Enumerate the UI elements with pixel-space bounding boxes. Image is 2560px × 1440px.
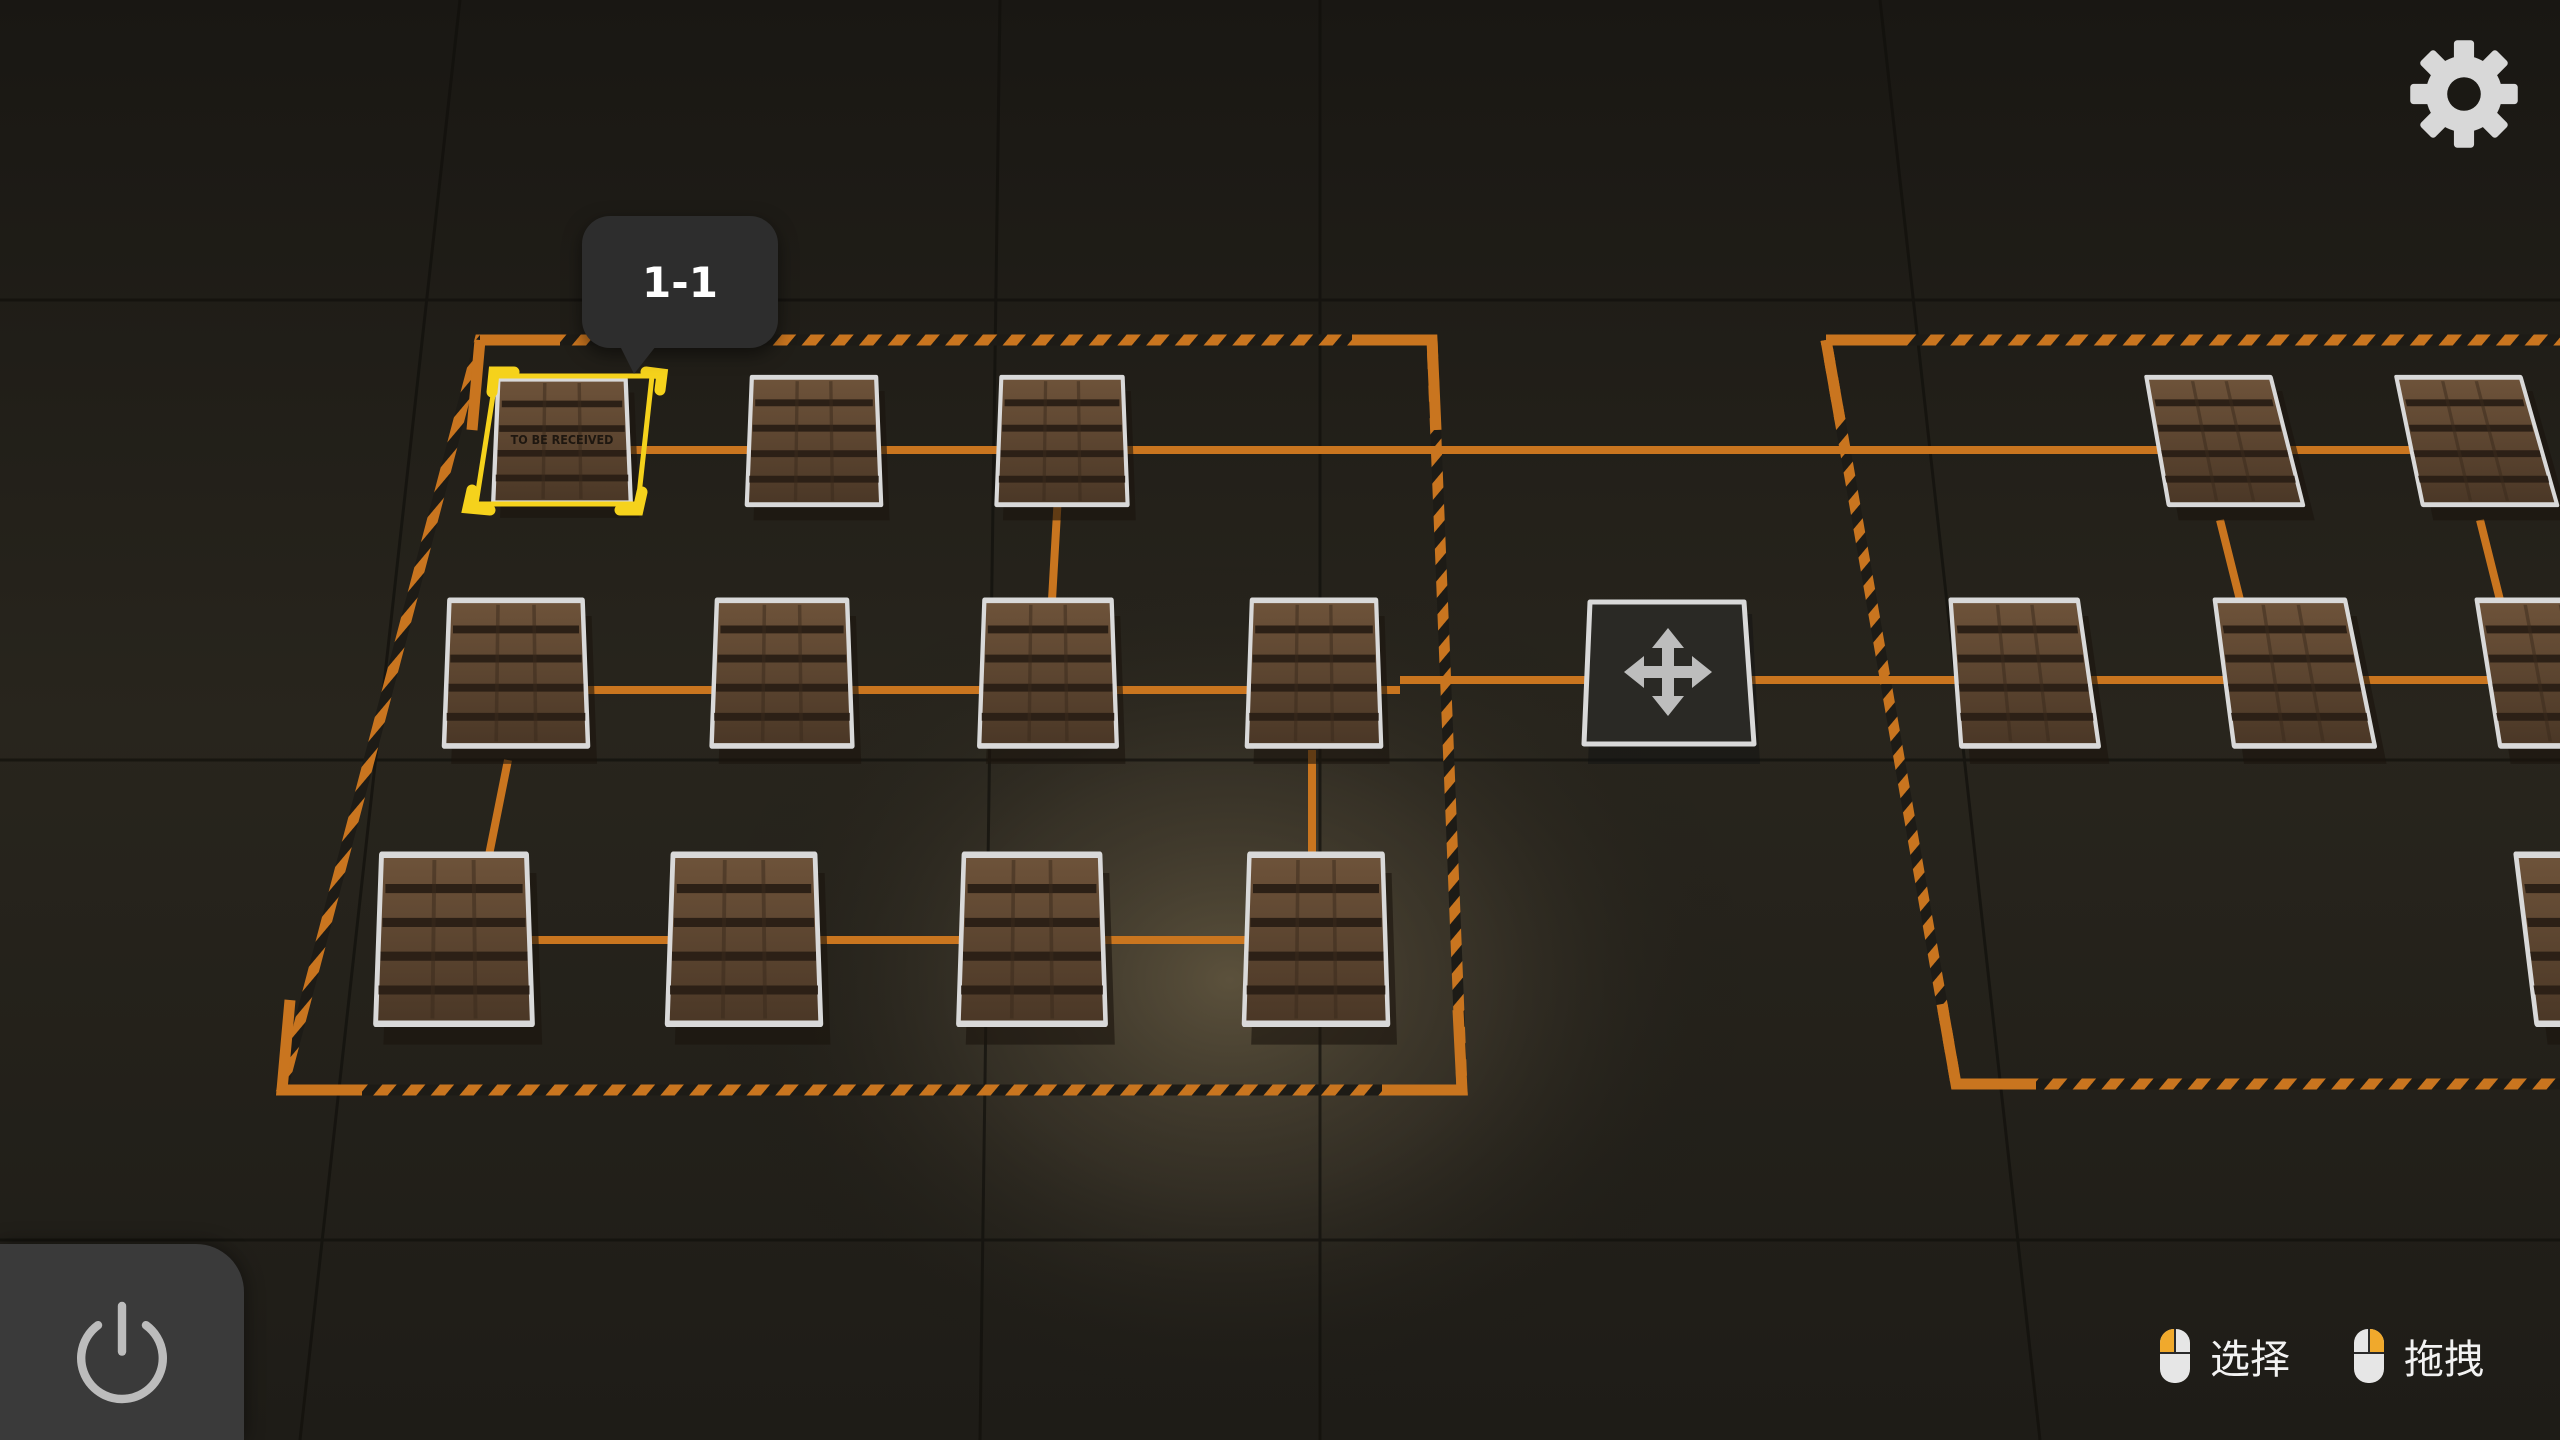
hint-drag: 拖拽 — [2352, 1324, 2484, 1388]
power-icon — [77, 1301, 167, 1404]
level-node-3-4[interactable] — [1244, 855, 1397, 1045]
gear-icon — [2410, 40, 2518, 148]
hint-select: 选择 — [2158, 1324, 2290, 1388]
level-node-1-2[interactable] — [747, 377, 890, 520]
hint-drag-label: 拖拽 — [2404, 1338, 2484, 1382]
level-node-2-1[interactable] — [444, 600, 597, 764]
move-arrows-icon — [1624, 628, 1712, 716]
level-node-3-3[interactable] — [958, 855, 1114, 1045]
settings-button[interactable] — [2408, 38, 2520, 150]
level-node-3-2[interactable] — [667, 855, 830, 1045]
move-tile[interactable] — [1581, 599, 1760, 764]
power-panel — [0, 1244, 244, 1440]
level-node-2-2[interactable] — [712, 600, 862, 764]
mouse-left-click-icon — [2160, 1328, 2190, 1383]
level-tooltip: 1-1 — [582, 216, 778, 374]
crate-label: TO BE RECEIVED — [511, 432, 614, 447]
level-node-2-4[interactable] — [1247, 600, 1390, 764]
level-tooltip-label: 1-1 — [642, 257, 718, 307]
level-node-1-1[interactable]: TO BE RECEIVED — [493, 379, 639, 518]
zone-boundary-right — [1820, 334, 2560, 1090]
level-node-3-1[interactable] — [376, 855, 543, 1045]
level-node-2-3[interactable] — [979, 600, 1125, 764]
level-node-2-right-2a[interactable] — [1945, 600, 2109, 764]
power-button[interactable] — [62, 1294, 182, 1414]
mouse-right-click-icon — [2354, 1328, 2384, 1383]
level-node-1-3[interactable] — [996, 377, 1135, 520]
hint-select-label: 选择 — [2210, 1338, 2290, 1382]
zone-boundary-left — [274, 334, 1468, 1096]
